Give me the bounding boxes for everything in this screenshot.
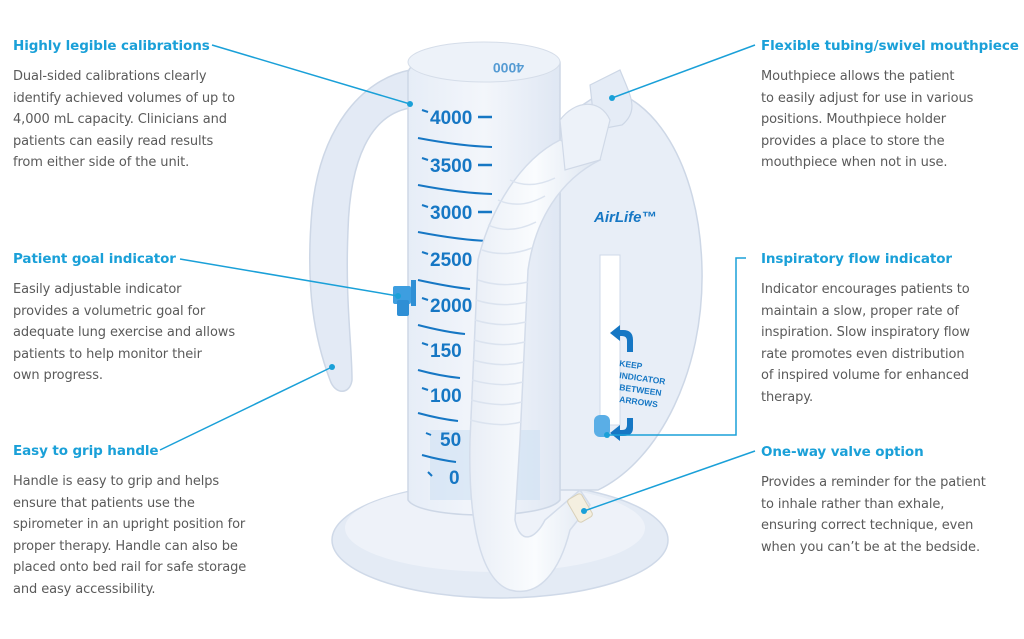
callout-goal-indicator: Patient goal indicator Easily adjustable… <box>13 250 235 387</box>
volume-scale: 4000 4000 3500 3000 2500 2000 150 <box>417 60 524 489</box>
flexible-tubing <box>469 103 611 593</box>
callout-body: Indicator encourages patients to maintai… <box>761 282 970 405</box>
scale-label-2500: 2500 <box>430 250 472 271</box>
callout-title: Easy to grip handle <box>13 443 159 459</box>
callout-title: Flexible tubing/swivel mouthpiece <box>761 38 1019 54</box>
mirrored-scale-label: 4000 <box>493 60 524 76</box>
callout-title: Highly legible calibrations <box>13 38 210 54</box>
callout-one-way-valve: One-way valve option Provides a reminder… <box>761 443 986 558</box>
callout-body: Mouthpiece allows the patient to easily … <box>761 69 974 170</box>
callout-body: Easily adjustable indicator provides a v… <box>13 282 235 383</box>
goal-indicator-marker <box>393 280 416 316</box>
scale-label-1500: 150 <box>430 341 462 362</box>
callout-body: Handle is easy to grip and helps ensure … <box>13 474 247 597</box>
scale-label-1000: 100 <box>430 386 462 407</box>
scale-label-3500: 3500 <box>430 156 472 177</box>
callout-calibrations: Highly legible calibrations Dual-sided c… <box>13 37 235 174</box>
callout-title: One-way valve option <box>761 444 924 460</box>
callout-grip-handle: Easy to grip handle Handle is easy to gr… <box>13 442 246 600</box>
grip-handle <box>308 69 411 392</box>
svg-text:KEEP: KEEP <box>619 358 644 371</box>
brand-logo: AirLife™ <box>593 209 657 226</box>
scale-label-4000: 4000 <box>430 108 472 129</box>
scale-label-500: 50 <box>440 430 461 451</box>
scale-label-2000: 2000 <box>430 296 472 317</box>
callout-title: Inspiratory flow indicator <box>761 251 952 267</box>
callout-inspiratory-flow: Inspiratory flow indicator Indicator enc… <box>761 250 970 408</box>
scale-label-3000: 3000 <box>430 203 472 224</box>
callout-title: Patient goal indicator <box>13 251 176 267</box>
scale-label-0: 0 <box>449 468 460 489</box>
callout-flexible-tubing: Flexible tubing/swivel mouthpiece Mouthp… <box>761 37 1019 174</box>
callout-body: Provides a reminder for the patient to i… <box>761 475 986 555</box>
callout-body: Dual-sided calibrations clearly identify… <box>13 69 236 170</box>
callout-connectors <box>159 44 756 514</box>
flow-indicator-puck <box>594 415 610 437</box>
